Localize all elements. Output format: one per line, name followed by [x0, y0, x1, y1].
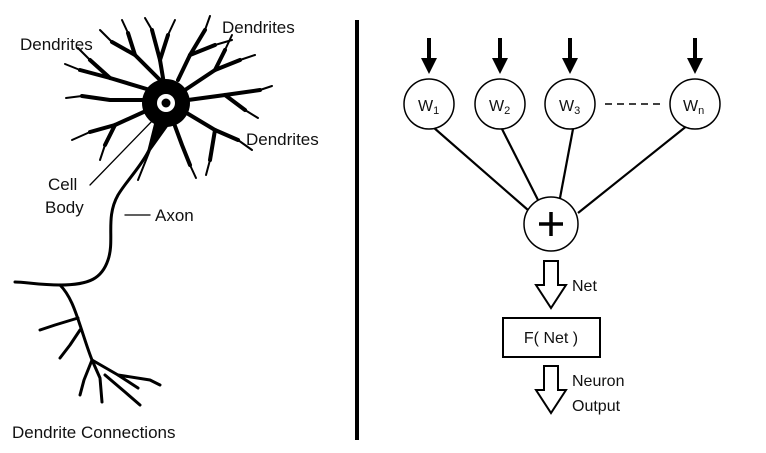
label-dendrites-top-right: Dendrites	[222, 18, 295, 37]
function-box	[502, 317, 601, 358]
label-dendrites-top-left: Dendrites	[20, 35, 93, 54]
weight-n-main: W	[683, 98, 699, 115]
weight-node-1: W1	[403, 78, 455, 130]
axon-hillock	[137, 119, 171, 181]
label-neuron: Neuron	[572, 373, 624, 390]
weight-1-main: W	[418, 98, 434, 115]
biological-neuron	[13, 15, 273, 407]
axon-path	[13, 120, 162, 287]
weight-node-n: Wn	[669, 78, 721, 130]
input-arrow-3	[562, 38, 578, 74]
dendrite-connection-branches	[38, 316, 162, 407]
label-dendrite-connections: Dendrite Connections	[12, 423, 175, 442]
artificial-neuron-model: W1 W2 W3 Wn Net F( Net ) Neuron	[403, 38, 721, 415]
svg-text:W3: W3	[559, 98, 580, 117]
cell-nucleolus	[161, 98, 171, 108]
weight-2-sub: 2	[504, 105, 510, 117]
label-net: Net	[572, 278, 597, 295]
input-arrow-2	[492, 38, 508, 74]
axon-terminal	[58, 283, 94, 362]
output-arrow	[534, 365, 568, 415]
svg-text:W1: W1	[418, 98, 439, 117]
svg-text:W2: W2	[489, 98, 510, 117]
weight-n-sub: n	[698, 105, 704, 117]
weight-to-sum-connections	[432, 124, 689, 214]
svg-text:Wn: Wn	[683, 98, 704, 117]
weight-node-3: W3	[544, 78, 596, 130]
input-arrows	[421, 38, 703, 74]
dendrite-branches	[78, 28, 262, 167]
input-arrow-1	[421, 38, 437, 74]
weight-node-2: W2	[474, 78, 526, 130]
label-function: F( Net )	[524, 330, 578, 347]
dendrite-fine-branches	[64, 15, 273, 179]
weight-3-sub: 3	[574, 105, 580, 117]
net-arrow	[534, 260, 568, 310]
weight-3-main: W	[559, 98, 575, 115]
weight-2-main: W	[489, 98, 505, 115]
input-arrow-n	[687, 38, 703, 74]
label-axon: Axon	[155, 206, 194, 225]
weight-1-sub: 1	[433, 105, 439, 117]
label-dendrites-right: Dendrites	[246, 130, 319, 149]
label-body: Body	[45, 198, 84, 217]
summation-node	[523, 196, 579, 252]
cell-body-pointer-line	[89, 117, 156, 186]
label-cell: Cell	[48, 175, 77, 194]
label-output: Output	[572, 398, 621, 415]
